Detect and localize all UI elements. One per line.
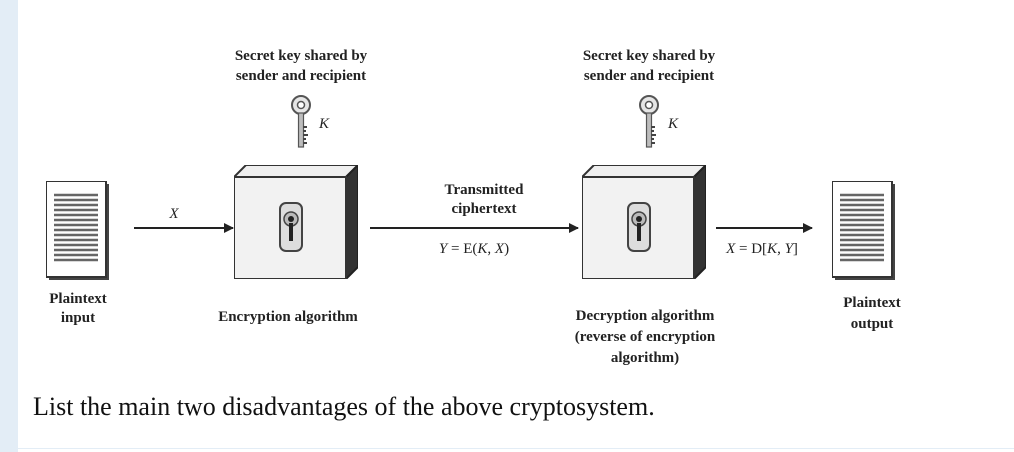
plaintext-input-label-line2: input [61, 310, 95, 326]
plaintext-input-label-line1: Plaintext [49, 291, 107, 307]
input-x-label: X [168, 206, 179, 222]
question-text: List the main two disadvantages of the a… [33, 392, 655, 421]
decryption-label-line2: (reverse of encryption [575, 329, 716, 345]
transmitted-label-line2: ciphertext [452, 201, 517, 217]
left-key-k-label: K [318, 116, 330, 132]
decryption-label-line1: Decryption algorithm [576, 308, 715, 324]
plaintext-output-document-icon [832, 181, 896, 281]
right-key-caption-line2: sender and recipient [584, 68, 714, 84]
left-key-caption-line2: sender and recipient [236, 68, 366, 84]
y-equation: Y = E(K, X) [439, 241, 509, 257]
decryption-label-line3: algorithm) [611, 350, 679, 366]
decryption-box-icon [582, 165, 706, 279]
left-key-icon [291, 95, 311, 148]
right-key-icon [639, 95, 659, 148]
encryption-box-icon [234, 165, 358, 279]
encryption-algorithm-label: Encryption algorithm [218, 309, 358, 325]
plaintext-output-label-line2: output [851, 316, 894, 332]
x-equation: X = D[K, Y] [725, 241, 798, 257]
plaintext-output-label-line1: Plaintext [843, 295, 901, 311]
bottom-divider [18, 448, 1014, 449]
left-key-caption-line1: Secret key shared by [235, 48, 368, 64]
left-accent-bar [0, 0, 18, 452]
symmetric-cryptosystem-diagram: Plaintext input X Secret key shared by s… [46, 48, 901, 366]
transmitted-label-line1: Transmitted [445, 182, 525, 198]
right-key-caption-line1: Secret key shared by [583, 48, 716, 64]
plaintext-input-document-icon [46, 181, 110, 281]
right-key-k-label: K [667, 116, 679, 132]
